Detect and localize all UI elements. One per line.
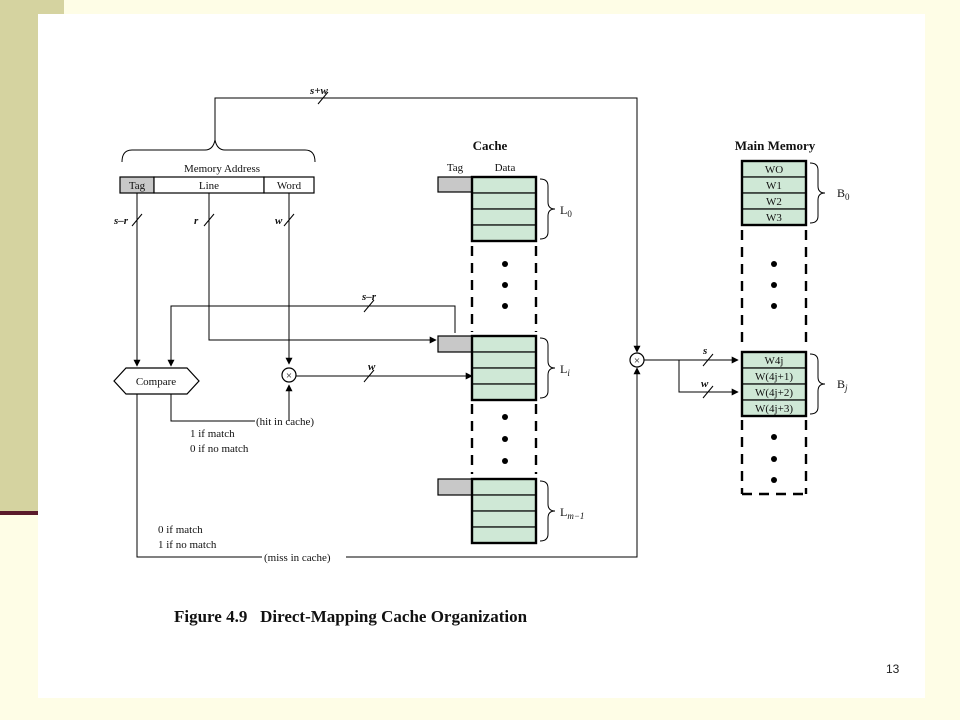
hit-in-cache-label: (hit in cache) [256, 416, 314, 428]
left-accent-line [0, 511, 40, 515]
memory-block-j: W4j W(4j+1) W(4j+2) W(4j+3) [740, 350, 808, 418]
slide: Memory Address Tag Line Word s+w s–r r w… [38, 14, 925, 698]
compare-unit [113, 367, 200, 395]
cache-tag-slash [363, 299, 375, 313]
hit-wire [170, 394, 255, 422]
figure-caption: Figure 4.9 Direct-Mapping Cache Organiza… [174, 607, 528, 626]
memory-w-label: w [701, 378, 709, 390]
cache-brace-0 [539, 178, 556, 240]
hit-label-nomatch: 0 if no match [190, 443, 249, 455]
memory-block-0: WO W1 W2 W3 [740, 159, 808, 227]
line-bus-slash [203, 213, 215, 227]
memory-w-wire [678, 360, 739, 396]
address-brace [121, 139, 316, 163]
cache-line-label-m-1: Lm−1 [560, 505, 584, 521]
compare-label: Compare [136, 376, 176, 388]
line-bus-label: r [194, 215, 199, 227]
memory-brace-0 [809, 162, 826, 224]
cache-word-label: w [368, 361, 376, 373]
cache-line-group-i [437, 334, 538, 402]
miss-label-nomatch: 1 if no match [158, 539, 217, 551]
block0-word-3: W3 [766, 212, 782, 224]
memory-block-label-0: B0 [837, 186, 850, 202]
tag-bus-slash [131, 213, 143, 227]
memory-s-slash [702, 353, 714, 367]
blockj-word-2: W(4j+2) [755, 387, 793, 399]
address-bus-slash [317, 91, 329, 105]
word-bus-slash [283, 213, 295, 227]
slide-number: 13 [886, 662, 900, 676]
cache-data-header: Data [495, 162, 516, 174]
miss-in-cache-label: (miss in cache) [264, 552, 331, 564]
miss-label-match: 0 if match [158, 524, 203, 536]
memory-gap-2 [740, 420, 808, 496]
word-bus-label: w [275, 215, 283, 227]
cache-tag-label: s–r [361, 291, 377, 303]
line-bus-wire [208, 193, 437, 344]
tag-bus-label: s–r [113, 215, 129, 227]
blockj-word-3: W(4j+3) [755, 403, 793, 415]
tag-field-label: Tag [129, 180, 146, 192]
memory-brace-j [809, 353, 826, 415]
block0-word-0: WO [765, 164, 783, 176]
memory-gap-1 [740, 230, 808, 348]
cache-gap-1 [470, 246, 538, 332]
cache-gap-2 [470, 404, 538, 474]
memory-w-slash [702, 385, 714, 399]
cache-tag-wire [167, 305, 456, 367]
blockj-word-1: W(4j+1) [755, 371, 793, 383]
miss-to-mux-wire [346, 367, 641, 558]
word-field-label: Word [277, 180, 302, 192]
cache-word-slash [363, 369, 375, 383]
memory-address-title: Memory Address [184, 163, 260, 175]
cache-line-group-m-1 [437, 477, 538, 545]
cache-line-group-0 [437, 175, 538, 243]
hit-label-match: 1 if match [190, 428, 235, 440]
cache-brace-i [539, 337, 556, 399]
cache-tag-header: Tag [447, 162, 464, 174]
line-field-label: Line [199, 180, 219, 192]
main-memory-title: Main Memory [735, 138, 816, 153]
blockj-word-0: W4j [765, 355, 784, 367]
memory-s-label: s [702, 345, 707, 357]
cache-brace-m-1 [539, 480, 556, 542]
cache-line-label-i: Li [560, 362, 570, 378]
address-bus-wire [214, 97, 641, 353]
address-bus-label: s+w [309, 85, 329, 97]
memory-mux-symbol: × [634, 355, 640, 367]
memory-block-label-j: Bj [837, 377, 848, 393]
cache-mux [281, 367, 297, 383]
cache-diagram: Memory Address Tag Line Word s+w s–r r w… [113, 85, 850, 626]
cache-line-label-0: L0 [560, 203, 572, 219]
cache-mux-symbol: × [286, 370, 292, 382]
miss-wire [136, 394, 262, 558]
cache-title: Cache [473, 138, 508, 153]
block0-word-1: W1 [766, 180, 782, 192]
block0-word-2: W2 [766, 196, 782, 208]
